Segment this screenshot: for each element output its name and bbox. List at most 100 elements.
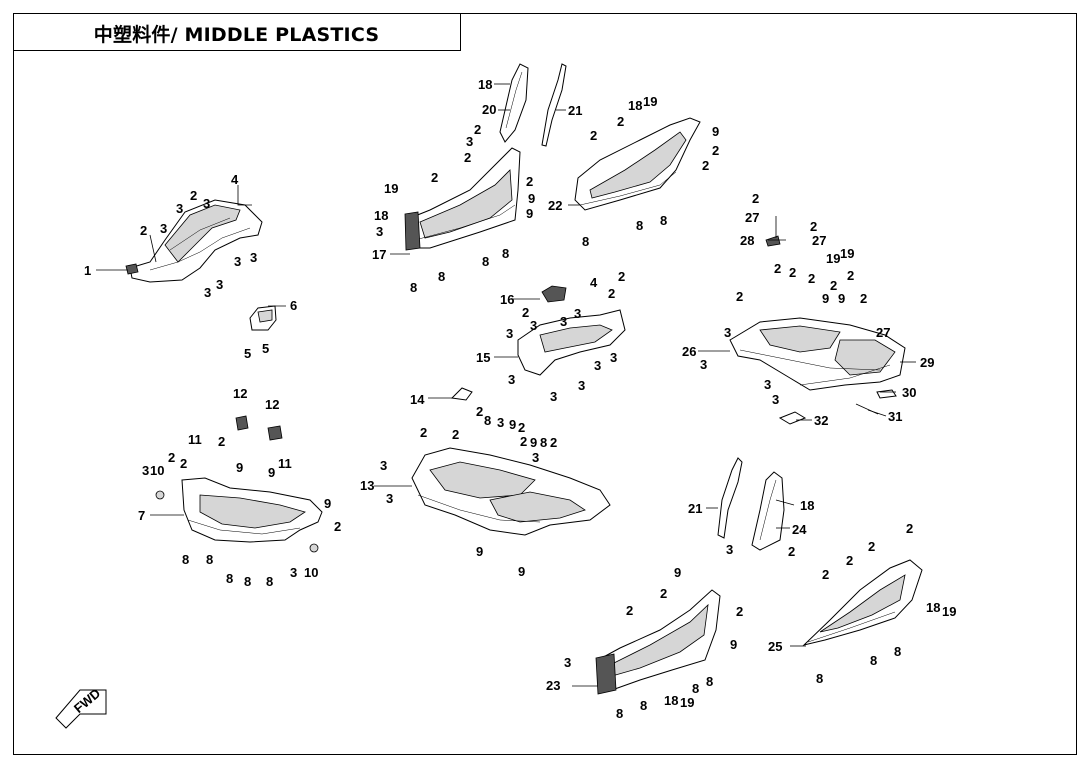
callout-8: 8 [502, 246, 509, 261]
callout-2: 2 [334, 519, 341, 534]
part-group-lower-right-panel [802, 559, 923, 646]
part-group-left-panel [125, 199, 263, 283]
callout-21: 21 [688, 501, 702, 516]
callout-8: 8 [706, 674, 713, 689]
callout-2: 2 [420, 425, 427, 440]
callout-8: 8 [438, 269, 445, 284]
callout-8: 8 [870, 653, 877, 668]
drawing-frame [13, 13, 1077, 755]
callout-3: 3 [386, 491, 393, 506]
callout-27: 27 [876, 325, 890, 340]
callout-9: 9 [236, 460, 243, 475]
callout-2: 2 [180, 456, 187, 471]
callout-3: 3 [764, 377, 771, 392]
callout-18: 18 [664, 693, 678, 708]
callout-9: 9 [530, 435, 537, 450]
callout-3: 3 [508, 372, 515, 387]
callout-23: 23 [546, 678, 560, 693]
part-group-right-floor [729, 235, 906, 425]
part-group-lower-left-panel [595, 589, 721, 695]
callout-1: 1 [84, 263, 91, 278]
callout-11: 11 [278, 456, 292, 471]
callout-2: 2 [702, 158, 709, 173]
callout-8: 8 [226, 571, 233, 586]
callout-2: 2 [520, 434, 527, 449]
page-title: 中塑料件/ MIDDLE PLASTICS [93, 24, 380, 46]
part-group-center-floor [411, 387, 611, 536]
callout-24: 24 [792, 522, 807, 537]
callout-3: 3 [204, 285, 211, 300]
callout-3: 3 [216, 277, 223, 292]
callout-2: 2 [626, 603, 633, 618]
callout-3: 3 [176, 201, 183, 216]
callout-18: 18 [800, 498, 814, 513]
callout-2: 2 [774, 261, 781, 276]
callout-19: 19 [680, 695, 694, 710]
callout-14: 14 [410, 392, 425, 407]
callout-2: 2 [168, 450, 175, 465]
callout-27: 27 [745, 210, 759, 225]
callout-8: 8 [540, 435, 547, 450]
callout-3: 3 [532, 450, 539, 465]
callout-9: 9 [730, 637, 737, 652]
title-block: 中塑料件/ MIDDLE PLASTICS [13, 13, 461, 51]
callout-11: 11 [188, 432, 202, 447]
callout-9: 9 [674, 565, 681, 580]
callout-2: 2 [218, 434, 225, 449]
part-group-center-side-panel [404, 63, 567, 251]
callout-2: 2 [752, 191, 759, 206]
callout-2: 2 [431, 170, 438, 185]
part-group-left-floor [155, 415, 323, 553]
callout-3: 3 [726, 542, 733, 557]
callout-2: 2 [808, 271, 815, 286]
callout-2: 2 [788, 544, 795, 559]
callout-18: 18 [478, 77, 492, 92]
callout-2: 2 [736, 604, 743, 619]
callout-2: 2 [526, 174, 533, 189]
callout-6: 6 [290, 298, 297, 313]
callout-27: 27 [812, 233, 826, 248]
callout-3: 3 [160, 221, 167, 236]
callout-8: 8 [660, 213, 667, 228]
callout-2: 2 [518, 420, 525, 435]
callout-9: 9 [838, 291, 845, 306]
callout-3: 3 [376, 224, 383, 239]
callout-3: 3 [203, 196, 210, 211]
callout-2: 2 [618, 269, 625, 284]
callout-9: 9 [712, 124, 719, 139]
callout-5: 5 [244, 346, 251, 361]
callout-8: 8 [636, 218, 643, 233]
callout-3: 3 [724, 325, 731, 340]
callout-2: 2 [789, 265, 796, 280]
callout-2: 2 [590, 128, 597, 143]
callout-3: 3 [380, 458, 387, 473]
callout-2: 2 [822, 567, 829, 582]
callout-22: 22 [548, 198, 562, 213]
callout-2: 2 [660, 586, 667, 601]
callout-8: 8 [482, 254, 489, 269]
callout-2: 2 [608, 286, 615, 301]
callout-2: 2 [736, 289, 743, 304]
callout-2: 2 [860, 291, 867, 306]
callout-32: 32 [814, 413, 828, 428]
part-group-lower-strips [717, 457, 785, 551]
callout-8: 8 [206, 552, 213, 567]
callout-15: 15 [476, 350, 490, 365]
callout-9: 9 [526, 206, 533, 221]
callout-20: 20 [482, 102, 496, 117]
callout-9: 9 [528, 191, 535, 206]
callout-3: 3 [574, 306, 581, 321]
callout-2: 2 [464, 150, 471, 165]
callout-3: 3 [506, 326, 513, 341]
callout-2: 2 [476, 404, 483, 419]
callout-18: 18 [374, 208, 388, 223]
callout-9: 9 [822, 291, 829, 306]
part-group-bracket-5-6 [249, 305, 277, 331]
callout-30: 30 [902, 385, 916, 400]
callout-3: 3 [550, 389, 557, 404]
callout-9: 9 [324, 496, 331, 511]
callout-3: 3 [290, 565, 297, 580]
callout-9: 9 [518, 564, 525, 579]
callout-13: 13 [360, 478, 374, 493]
callout-8: 8 [182, 552, 189, 567]
